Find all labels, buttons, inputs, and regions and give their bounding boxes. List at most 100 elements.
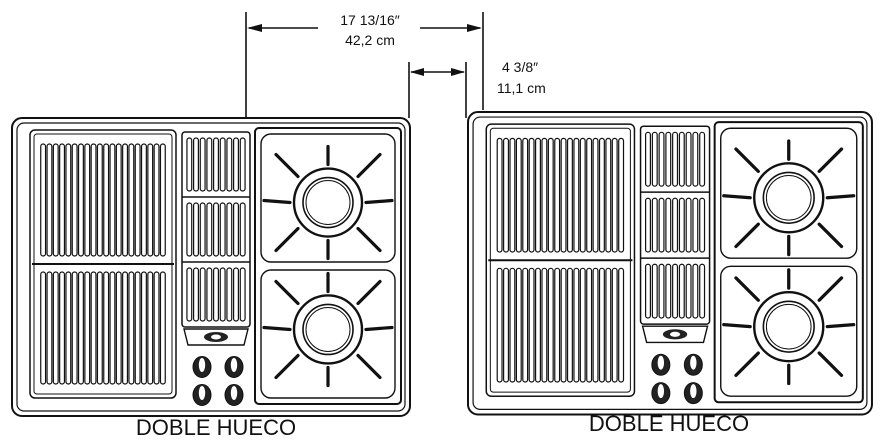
- grill-slot: [554, 267, 561, 383]
- dimension-main-arrow-right: [467, 24, 482, 32]
- grill-slot: [692, 263, 699, 319]
- grate-arm: [825, 194, 856, 200]
- grill-slot: [522, 267, 529, 383]
- grate-arm: [274, 152, 300, 179]
- grill-slot: [96, 143, 103, 257]
- grill-slot: [547, 267, 554, 383]
- grill-slot: [651, 131, 658, 187]
- grate-arm: [817, 276, 844, 302]
- grill-slot: [644, 197, 651, 253]
- grill-slot: [503, 267, 510, 383]
- grill-slot: [153, 143, 160, 257]
- grill-slot: [665, 263, 672, 319]
- grill-slot: [140, 143, 147, 257]
- grill-slot: [103, 143, 110, 257]
- grill-slot: [658, 263, 665, 319]
- burner-top: [262, 144, 394, 261]
- grill-slot: [193, 137, 200, 192]
- grill-slot: [134, 143, 141, 257]
- grill-slot: [644, 131, 651, 187]
- cooktop-frame-inner: [472, 116, 868, 410]
- burner-well-bottom: [720, 265, 858, 397]
- grill-slot: [685, 263, 692, 319]
- cooktop-right-caption: DOBLE HUECO: [589, 411, 749, 436]
- grill-slot: [566, 267, 573, 383]
- grill-slots-top: [40, 143, 166, 257]
- grill-slot: [52, 143, 59, 257]
- grill-slot: [65, 143, 72, 257]
- dimension-offset-arrow-right: [451, 68, 465, 76]
- grill-slot: [586, 137, 593, 253]
- grate-arm: [356, 226, 382, 253]
- grill-slot: [503, 137, 510, 253]
- grill-slot: [239, 202, 246, 257]
- grill-slot: [605, 137, 612, 253]
- grill-slot: [84, 143, 91, 257]
- grill-slot: [566, 137, 573, 253]
- grate-arm: [274, 279, 300, 306]
- burner-bottom: [262, 271, 394, 388]
- grill-slot: [692, 197, 699, 253]
- dimension-main-arrow-left: [247, 24, 262, 32]
- grill-slot: [239, 267, 246, 322]
- grill-slot: [672, 263, 679, 319]
- grill-slot: [651, 197, 658, 253]
- grill-slot: [219, 202, 226, 257]
- grill-slot: [592, 267, 599, 383]
- grill-slot: [77, 143, 84, 257]
- grill-slot: [219, 267, 226, 322]
- grill-slot: [509, 267, 516, 383]
- grill-slot: [515, 267, 522, 383]
- burner-well-top: [720, 127, 858, 259]
- grill-slot: [592, 137, 599, 253]
- burner-well-top: [260, 133, 396, 263]
- burner-cap-inner: [765, 174, 812, 221]
- knob-highlight: [230, 358, 238, 372]
- burner-cap-inner: [305, 180, 351, 226]
- grill-slot: [699, 131, 706, 187]
- grill-slot: [611, 267, 618, 383]
- grill-slots-bottom: [496, 267, 625, 383]
- grill-slot: [199, 202, 206, 257]
- grill-slot: [618, 267, 625, 383]
- cooktop-frame: [467, 111, 873, 416]
- knob: [683, 382, 703, 405]
- grill-slot: [71, 271, 78, 385]
- grill-slot: [672, 131, 679, 187]
- burner-cap: [762, 300, 815, 353]
- grill-slot: [109, 271, 116, 385]
- grill-module: [485, 123, 636, 397]
- knob-highlight: [657, 355, 665, 370]
- grill-slot: [611, 137, 618, 253]
- grill-slot: [496, 267, 503, 383]
- grill-slot: [206, 137, 213, 192]
- grate-arm: [356, 353, 382, 380]
- knob: [192, 356, 212, 378]
- dimension-main-imperial: 17 13/16″: [340, 12, 399, 28]
- grill-slot: [233, 137, 240, 192]
- grill-slot: [665, 197, 672, 253]
- grill-slot: [528, 267, 535, 383]
- grill-slot: [128, 143, 135, 257]
- cooktop-frame-inner: [16, 122, 406, 412]
- grate-arm: [274, 353, 300, 380]
- grill-slot: [193, 202, 200, 257]
- burner-ring-outer: [292, 167, 364, 238]
- grill-slot: [186, 137, 193, 192]
- knob-highlight: [690, 355, 697, 370]
- grill-slot: [547, 137, 554, 253]
- grill-slot: [159, 143, 166, 257]
- dimension-main: 17 13/16″ 42,2 cm: [245, 12, 484, 118]
- grate-arm: [356, 279, 382, 306]
- burner-cap: [762, 171, 815, 224]
- burner-ring-outer: [753, 162, 825, 234]
- grate-arm: [825, 322, 856, 329]
- grill-slot: [199, 137, 206, 192]
- grill-slot: [206, 202, 213, 257]
- grill-slot: [586, 267, 593, 383]
- grill-slot: [128, 271, 135, 385]
- grill-slot: [90, 143, 97, 257]
- knob-highlight: [198, 386, 206, 400]
- knob: [224, 356, 244, 378]
- grill-slot: [598, 267, 605, 383]
